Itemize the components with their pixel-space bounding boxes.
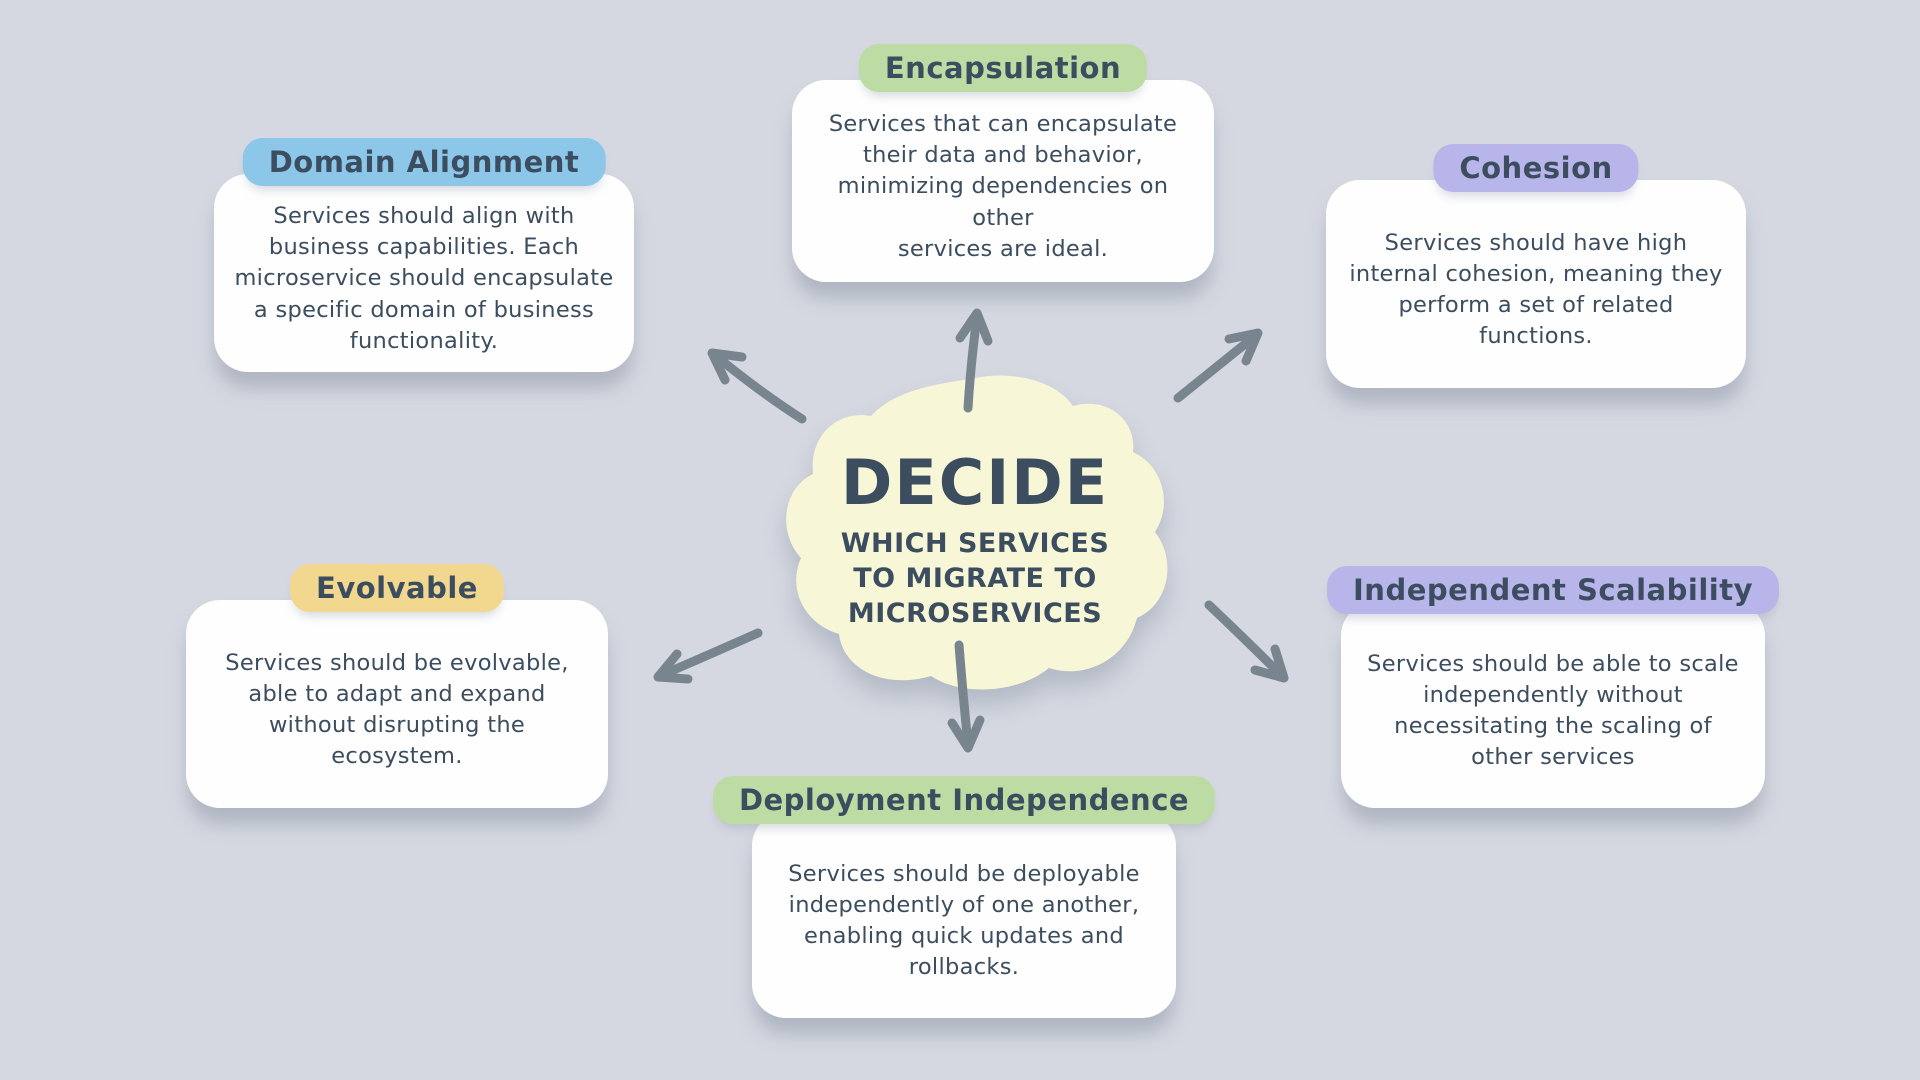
node-card-evolvable: Evolvable Services should be evolvable, … [186, 564, 608, 808]
node-body-independent-scalability: Services should be able to scale indepen… [1367, 650, 1739, 771]
center-blob-shape [786, 375, 1168, 690]
node-card-cohesion: Cohesion Services should have high inter… [1326, 144, 1746, 388]
node-card-independent-scalability: Independent Scalability Services should … [1327, 566, 1779, 808]
arrow-to-independent-scalability [1204, 600, 1289, 683]
node-body-encapsulation: Services that can encapsulate their data… [828, 111, 1178, 262]
node-card-encapsulation: Encapsulation Services that can encapsul… [792, 44, 1214, 282]
arrow-to-cohesion [1173, 328, 1263, 403]
node-body-deployment-independence: Services should be deployable independen… [788, 860, 1140, 981]
node-badge-encapsulation: Encapsulation [858, 44, 1148, 92]
arrow-to-evolvable [653, 628, 763, 684]
node-badge-independent-scalability: Independent Scalability [1327, 566, 1779, 614]
center-topic: DECIDE WHICH SERVICES TO MIGRATE TO MICR… [795, 452, 1155, 631]
node-badge-deployment-independence: Deployment Independence [712, 776, 1216, 824]
node-card-deployment-independence: Deployment Independence Services should … [712, 776, 1216, 1018]
center-blob [786, 375, 1168, 690]
node-card-domain-alignment: Domain Alignment Services should align w… [214, 138, 634, 372]
node-body-cohesion: Services should have high internal cohes… [1349, 229, 1723, 350]
center-subtitle: WHICH SERVICES TO MIGRATE TO MICROSERVIC… [840, 528, 1110, 630]
node-body-evolvable: Services should be evolvable, able to ad… [225, 649, 569, 770]
node-badge-evolvable: Evolvable [290, 564, 504, 612]
center-title: DECIDE [840, 446, 1110, 519]
node-badge-domain-alignment: Domain Alignment [242, 138, 606, 186]
node-badge-cohesion: Cohesion [1433, 144, 1639, 192]
node-body-domain-alignment: Services should align with business capa… [234, 203, 614, 354]
